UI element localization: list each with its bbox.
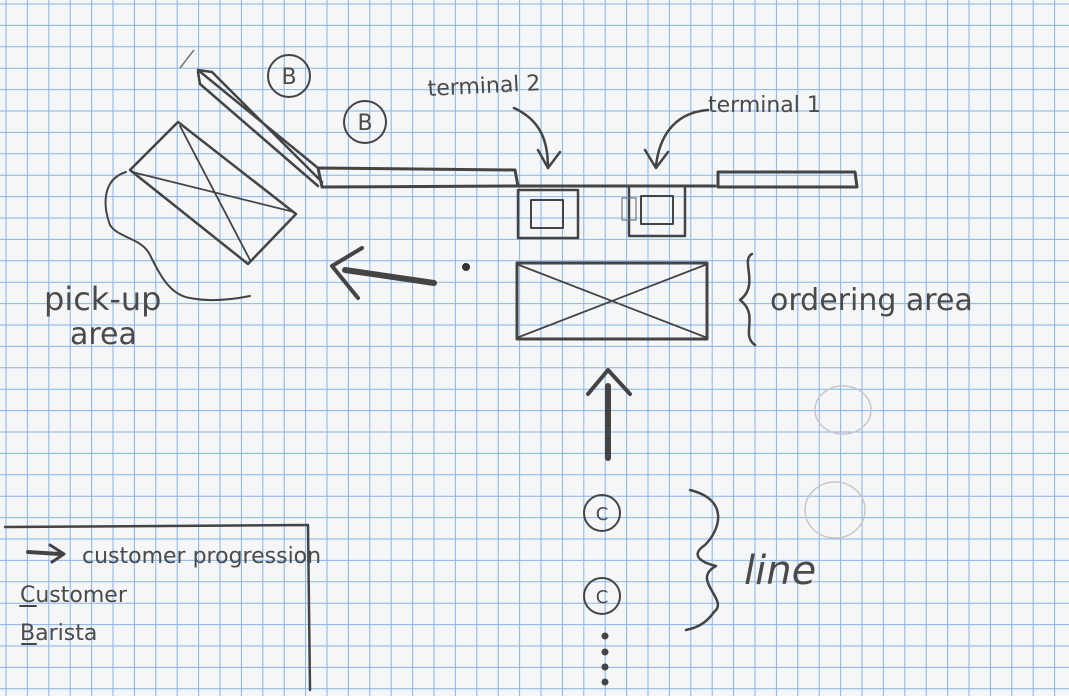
erased-circles bbox=[804, 385, 872, 539]
pencil-dot bbox=[462, 263, 470, 271]
legend-box bbox=[3, 523, 312, 692]
ordering-area-brace bbox=[738, 252, 757, 347]
ordering-area-label: ordering area bbox=[770, 283, 973, 318]
queue-dots bbox=[601, 632, 609, 686]
terminal-1-box bbox=[621, 184, 687, 238]
legend-progression: customer progression bbox=[82, 544, 321, 569]
legend-customer: Customer bbox=[20, 583, 128, 608]
svg-text:B: B bbox=[357, 111, 372, 136]
customer-marker-2: C bbox=[583, 577, 621, 615]
svg-text:B: B bbox=[281, 65, 296, 90]
terminal-1-arrow bbox=[643, 108, 710, 170]
pick-up-area-brace bbox=[104, 171, 251, 302]
ordering-progression-arrow bbox=[586, 368, 632, 461]
terminal-1-label: terminal 1 bbox=[708, 93, 821, 118]
pick-up-progression-arrow bbox=[330, 246, 437, 300]
pick-up-area-label-line2: area bbox=[70, 317, 137, 352]
ordering-area-box bbox=[515, 261, 709, 341]
customer-marker-1: C bbox=[583, 494, 621, 532]
line-label: line bbox=[744, 548, 816, 594]
barista-marker-2: B bbox=[343, 100, 387, 144]
terminal-2-label: terminal 2 bbox=[427, 71, 541, 102]
svg-text:C: C bbox=[596, 504, 609, 525]
legend-barista: Barista bbox=[20, 621, 97, 646]
barista-marker-1: B bbox=[267, 54, 311, 98]
svg-text:C: C bbox=[596, 587, 609, 608]
pick-up-area-label-line1: pick-up bbox=[44, 280, 161, 318]
line-brace bbox=[684, 488, 720, 632]
terminal-2-box bbox=[516, 188, 580, 240]
terminal-2-arrow bbox=[512, 106, 562, 170]
pick-up-area-box bbox=[128, 120, 298, 266]
